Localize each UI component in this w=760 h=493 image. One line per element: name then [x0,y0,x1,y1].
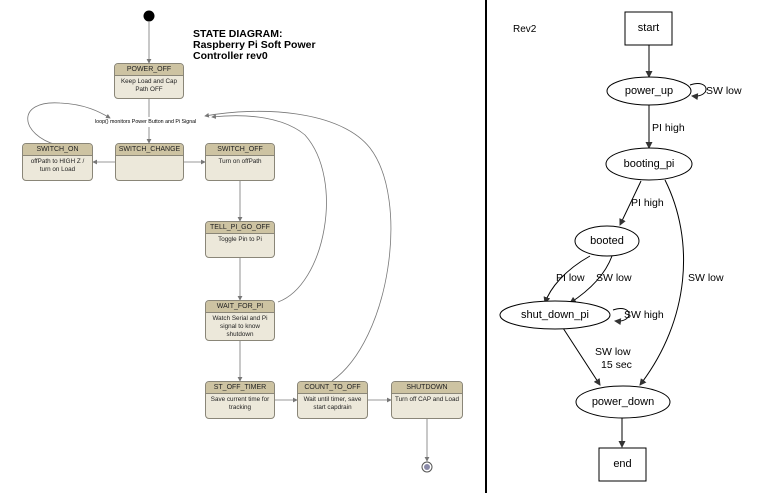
state-shutdown-desc: Turn off CAP and Load [395,396,459,403]
state-switch-on-desc: offPath to HIGH Z / turn on Load [30,158,85,173]
node-start-label: start [637,22,660,34]
title-line-2: Raspberry Pi Soft Power [193,39,316,51]
state-switch-change-name: SWITCH_CHANGE [116,144,183,156]
edge-booted-shutdown-left-label: PI low [556,272,585,284]
edge-shutdown-power-down-label-2: 15 sec [601,359,632,371]
state-wait-for-pi-name: WAIT_FOR_PI [206,301,274,313]
revision-label: Rev2 [513,24,537,35]
state-switch-off-name: SWITCH_OFF [206,144,274,156]
edge-power-up-self-label: SW low [706,85,742,97]
state-switch-off-desc: Turn on offPath [218,158,262,165]
node-end-label: end [613,458,632,470]
final-state-dot [424,464,430,470]
state-switch-on-name: SWITCH_ON [23,144,92,156]
right-transitions [543,45,707,448]
booted-node-ellipse [574,225,640,257]
state-power-off-name: POWER_OFF [115,64,183,76]
state-tell-pi-go-off-desc: Toggle Pin to Pi [218,236,262,243]
node-shut-down-pi-label: shut_down_pi [521,309,589,321]
edge-power-up-booting-label: PI high [652,122,685,134]
state-count-to-off-desc: Wait until timer, save start capdrain [303,396,362,411]
shut-down-pi-node-ellipse [499,300,611,330]
final-state-ring [421,461,433,473]
power-up-node-ellipse [606,76,692,106]
title-line-3: Controller rev0 [193,50,268,62]
node-booting-pi-label: booting_pi [623,158,675,170]
booting-pi-node-ellipse [605,147,693,181]
node-power-down-label: power_down [591,396,655,408]
power-down-node-ellipse [575,385,671,419]
state-switch-on: SWITCH_ON offPath to HIGH Z / turn on Lo… [22,143,93,181]
node-power-up-label: power_up [624,85,674,97]
state-st-off-timer-name: ST_OFF_TIMER [206,382,274,394]
start-node-box [624,11,673,46]
edge-booted-shutdown-right-label: SW low [596,272,632,284]
state-power-off: POWER_OFF Keep Load and Cap Path OFF [114,63,184,99]
state-wait-for-pi: WAIT_FOR_PI Watch Serial and Pi signal t… [205,300,275,341]
state-switch-change: SWITCH_CHANGE [115,143,184,181]
edge-booting-booted-label: PI high [631,197,664,209]
state-wait-for-pi-desc: Watch Serial and Pi signal to know shutd… [212,315,268,338]
state-count-to-off: COUNT_TO_OFF Wait until timer, save star… [297,381,368,419]
state-tell-pi-go-off: TELL_PI_GO_OFF Toggle Pin to Pi [205,221,275,258]
state-power-off-desc: Keep Load and Cap Path OFF [120,78,178,93]
left-transitions [27,22,430,462]
state-switch-off: SWITCH_OFF Turn on offPath [205,143,275,181]
state-count-to-off-name: COUNT_TO_OFF [298,382,367,394]
title-line-1: STATE DIAGRAM: [193,28,283,40]
edge-shutdown-power-down-label-1: SW low [595,346,631,358]
end-node-box [598,447,647,482]
state-tell-pi-go-off-name: TELL_PI_GO_OFF [206,222,274,234]
state-st-off-timer: ST_OFF_TIMER Save current time for track… [205,381,275,419]
state-shutdown-name: SHUTDOWN [392,382,462,394]
initial-state-dot [143,10,155,22]
state-shutdown: SHUTDOWN Turn off CAP and Load [391,381,463,419]
loop-label: loop() monitors Power Button and Pi Sign… [95,119,197,125]
edge-booting-power-down-label: SW low [688,272,724,284]
state-switch-change-desc [116,156,183,160]
edge-shutdown-self-label: SW high [624,309,664,321]
diagram-title: STATE DIAGRAM: Raspberry Pi Soft Power C… [193,29,316,62]
node-booted-label: booted [590,235,624,247]
state-st-off-timer-desc: Save current time for tracking [210,396,270,411]
